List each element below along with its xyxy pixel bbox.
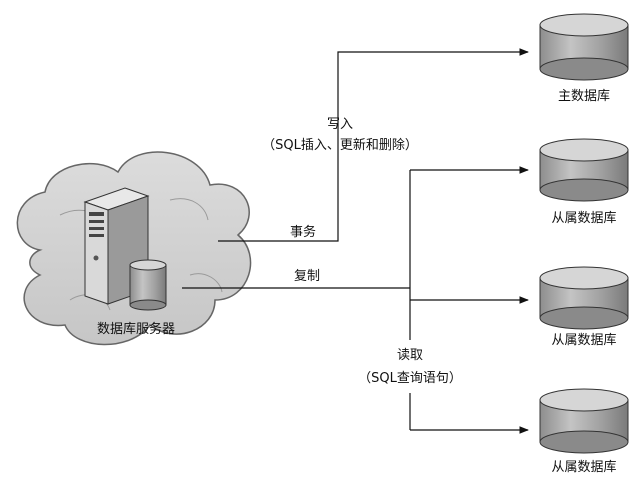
slave-database-1-label: 从属数据库 (551, 210, 616, 226)
replication-label: 复制 (294, 269, 320, 284)
server-tower-icon (83, 187, 150, 305)
slave-database-1-icon (539, 138, 629, 202)
write-detail: （SQL插入、更新和删除） (262, 137, 418, 153)
slave-database-2-icon (539, 266, 629, 330)
slave-database-2-label: 从属数据库 (551, 332, 616, 348)
master-database-label: 主数据库 (558, 88, 610, 104)
server-label: 数据库服务器 (97, 321, 175, 337)
write-title: 写入 (327, 117, 353, 132)
read-detail: （SQL查询语句） (358, 371, 462, 386)
transaction-label: 事务 (290, 224, 316, 240)
database-cylinder-icon (129, 259, 167, 311)
write-arrow (218, 48, 529, 242)
slave-database-3-label: 从属数据库 (551, 459, 616, 475)
read-title: 读取 (397, 348, 423, 363)
slave-database-3-icon (539, 388, 629, 454)
master-database-icon (539, 13, 629, 81)
